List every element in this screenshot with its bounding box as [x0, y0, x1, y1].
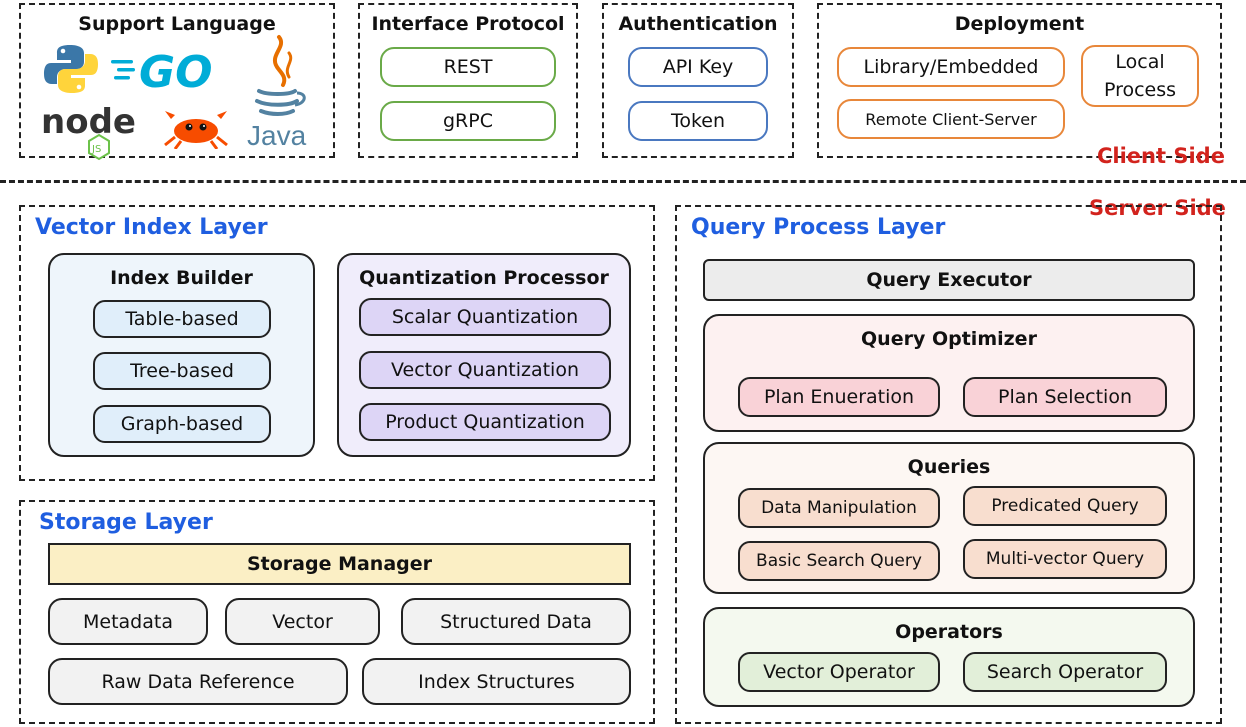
quantization-processor-title: Quantization Processor [359, 267, 609, 289]
operators-panel: Operators Vector Operator Search Operato… [703, 607, 1195, 707]
node-logo-icon: node JS [41, 102, 136, 161]
interface-protocol-box: Interface Protocol REST gRPC [358, 3, 578, 158]
index-structures-chip: Index Structures [362, 658, 631, 705]
scalar-quantization-chip: Scalar Quantization [359, 298, 611, 336]
data-manipulation-chip: Data Manipulation [738, 488, 940, 528]
local-process-pill: Local Process [1081, 45, 1199, 107]
rest-pill: REST [380, 47, 556, 87]
server-side-label: Server Side [1089, 196, 1226, 220]
deployment-title: Deployment [954, 13, 1085, 35]
multi-vector-query-chip: Multi-vector Query [963, 539, 1167, 579]
metadata-chip: Metadata [48, 598, 208, 645]
authentication-title: Authentication [618, 13, 778, 35]
local-process-line2: Process [1103, 79, 1177, 101]
plan-enueration-chip: Plan Enueration [738, 377, 940, 417]
node-logo-text: node [41, 102, 136, 142]
java-logo-text: Java [247, 120, 307, 151]
support-language-box: Support Language GO Java node JS [19, 3, 335, 161]
queries-title: Queries [907, 456, 991, 478]
library-embedded-pill: Library/Embedded [837, 47, 1065, 87]
query-executor-label: Query Executor [866, 269, 1032, 291]
storage-layer-title: Storage Layer [39, 510, 213, 535]
python-logo-icon [44, 45, 98, 93]
vector-index-layer: Vector Index Layer Index Builder Table-b… [19, 205, 655, 481]
basic-search-query-chip: Basic Search Query [738, 541, 940, 581]
deployment-box: Deployment Library/Embedded Local Proces… [817, 3, 1222, 158]
interface-protocol-title: Interface Protocol [371, 13, 565, 35]
queries-panel: Queries Data Manipulation Predicated Que… [703, 442, 1195, 594]
vector-operator-chip: Vector Operator [738, 652, 940, 692]
api-key-pill: API Key [628, 47, 768, 87]
plan-selection-chip: Plan Selection [963, 377, 1167, 417]
vector-quantization-chip: Vector Quantization [359, 351, 611, 389]
storage-manager-label: Storage Manager [246, 553, 433, 575]
product-quantization-chip: Product Quantization [359, 403, 611, 441]
token-pill: Token [628, 101, 768, 141]
table-based-chip: Table-based [93, 300, 271, 338]
client-server-divider [0, 180, 1246, 183]
vector-index-layer-title: Vector Index Layer [35, 215, 268, 240]
quantization-processor-panel: Quantization Processor Scalar Quantizati… [337, 253, 631, 457]
client-side-label: Client Side [1097, 144, 1225, 168]
query-process-layer: Query Process Layer Query Executor Query… [675, 205, 1222, 724]
index-builder-title: Index Builder [110, 267, 253, 289]
query-optimizer-title: Query Optimizer [861, 328, 1037, 350]
structured-data-chip: Structured Data [401, 598, 631, 645]
authentication-box: Authentication API Key Token [602, 3, 794, 158]
grpc-pill: gRPC [380, 101, 556, 141]
remote-client-server-pill: Remote Client-Server [837, 99, 1065, 139]
index-builder-panel: Index Builder Table-based Tree-based Gra… [48, 253, 315, 457]
operators-title: Operators [895, 621, 1003, 643]
go-logo-text: GO [139, 47, 213, 93]
rust-crab-icon [164, 111, 228, 149]
query-optimizer-panel: Query Optimizer Plan Enueration Plan Sel… [703, 314, 1195, 432]
tree-based-chip: Tree-based [93, 352, 271, 390]
go-logo-icon: GO [111, 47, 213, 93]
predicated-query-chip: Predicated Query [963, 486, 1167, 526]
local-process-line1: Local [1115, 51, 1165, 73]
js-badge-text: JS [91, 144, 101, 155]
query-process-layer-title: Query Process Layer [691, 215, 946, 240]
storage-layer: Storage Layer Storage Manager Metadata V… [19, 500, 655, 724]
storage-manager-bar: Storage Manager [48, 543, 631, 585]
support-language-title: Support Language [78, 13, 276, 35]
query-executor-bar: Query Executor [703, 259, 1195, 301]
vector-chip: Vector [225, 598, 380, 645]
raw-data-reference-chip: Raw Data Reference [48, 658, 348, 705]
search-operator-chip: Search Operator [963, 652, 1167, 692]
graph-based-chip: Graph-based [93, 405, 271, 443]
java-logo-icon: Java [247, 35, 307, 151]
